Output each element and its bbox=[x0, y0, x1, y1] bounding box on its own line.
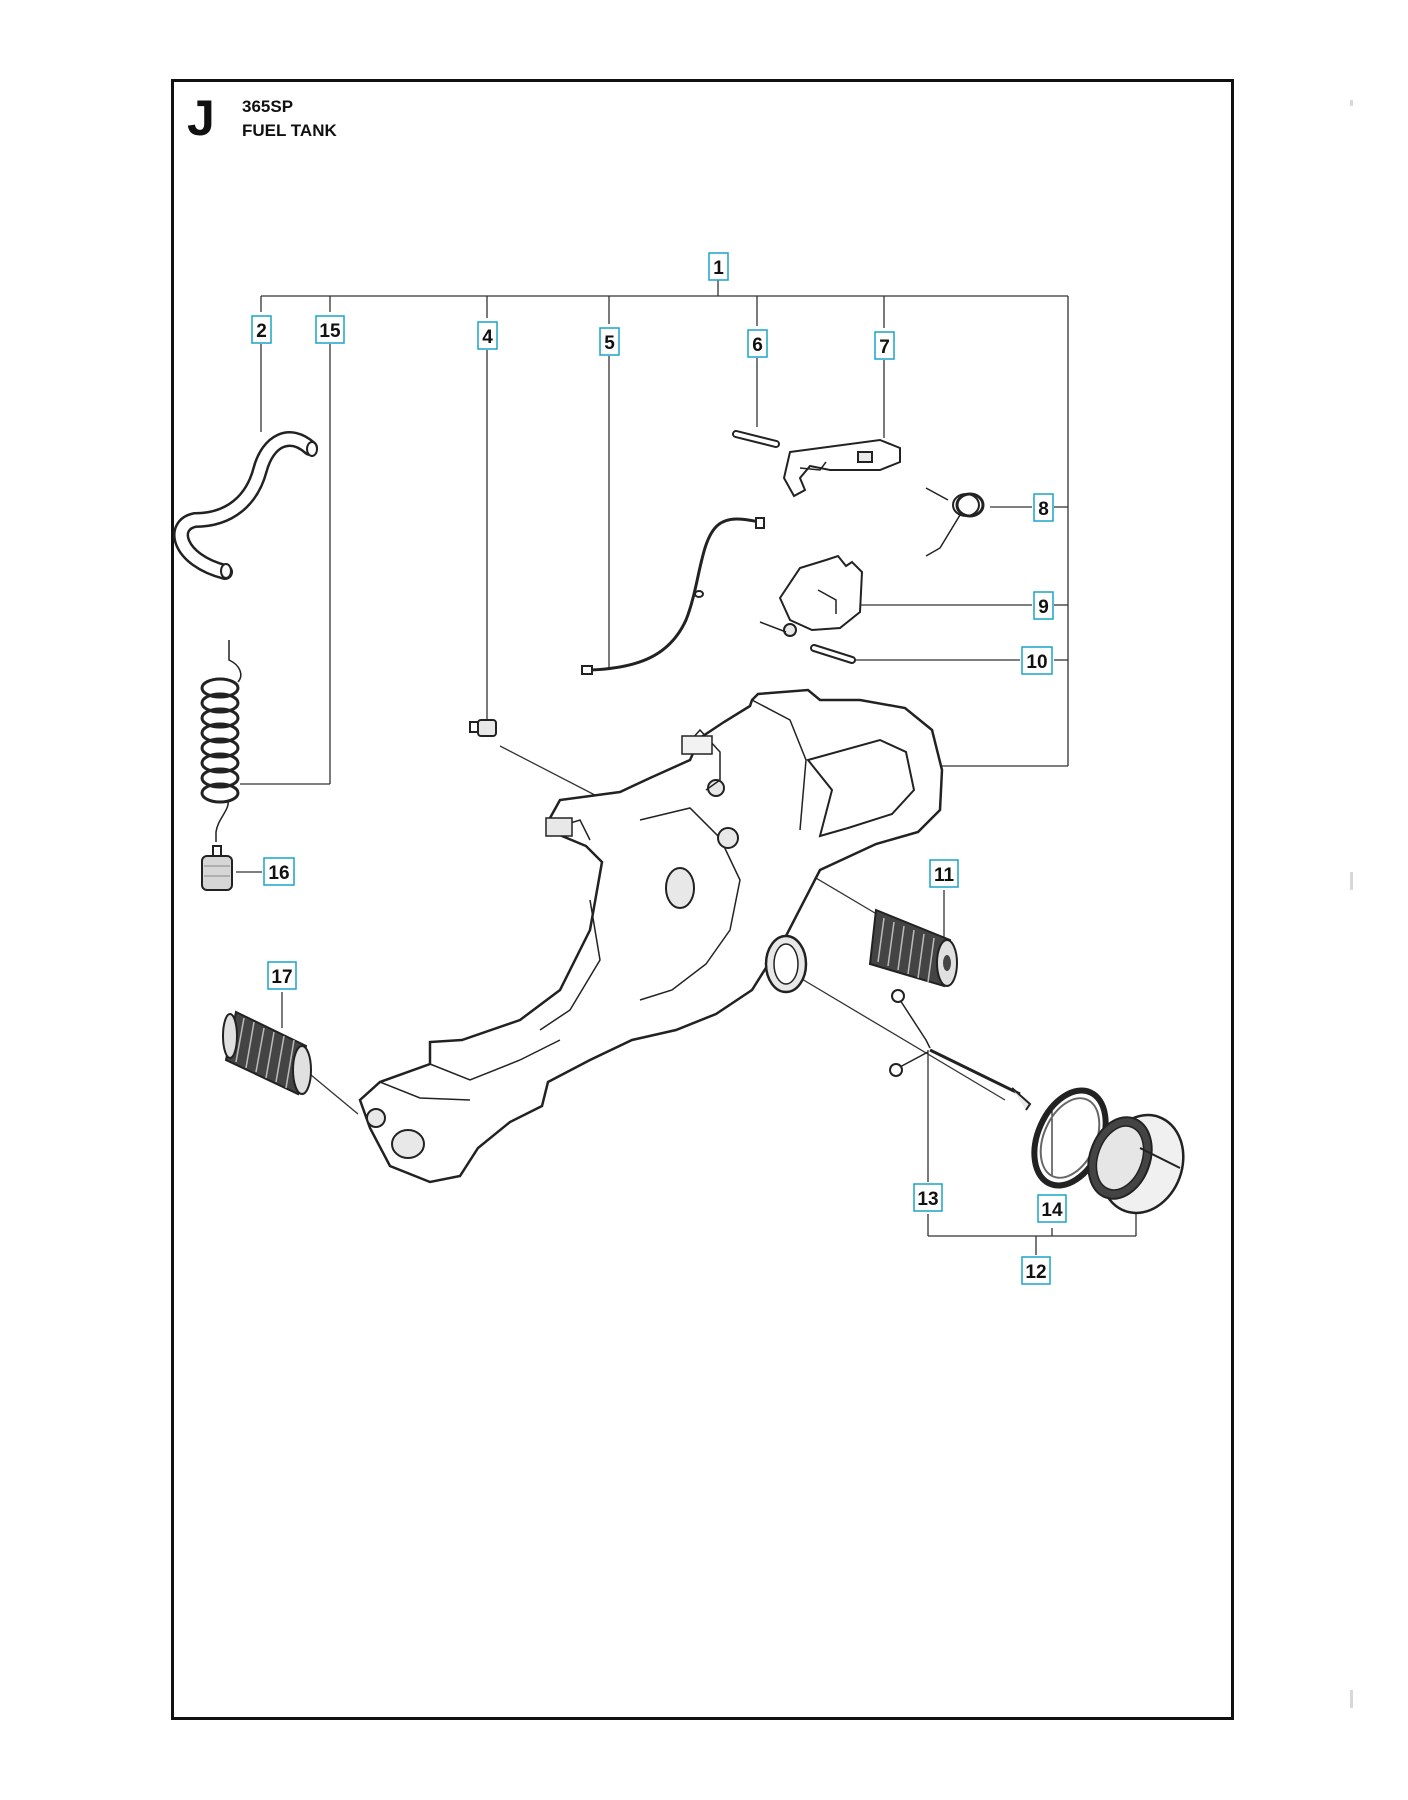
rear-av-spring bbox=[868, 908, 958, 988]
svg-text:16: 16 bbox=[268, 863, 289, 884]
callout-7: 7 bbox=[874, 331, 895, 360]
scan-edge-mark bbox=[1350, 100, 1353, 106]
svg-text:14: 14 bbox=[1041, 1200, 1063, 1221]
callout-5: 5 bbox=[599, 327, 620, 356]
callout-14: 14 bbox=[1037, 1194, 1067, 1223]
callout-labels: 1 2 15 4 5 6 7 8 bbox=[251, 252, 1067, 1285]
section-letter: J bbox=[187, 90, 215, 146]
svg-text:10: 10 bbox=[1026, 652, 1047, 673]
scan-edge-mark bbox=[1350, 1690, 1353, 1708]
svg-text:13: 13 bbox=[917, 1189, 938, 1210]
svg-text:17: 17 bbox=[271, 967, 292, 988]
svg-text:15: 15 bbox=[319, 321, 341, 342]
callout-13: 13 bbox=[913, 1183, 943, 1212]
callout-9: 9 bbox=[1033, 591, 1054, 620]
model-number: 365SP bbox=[242, 97, 294, 116]
svg-text:2: 2 bbox=[256, 321, 267, 342]
svg-text:6: 6 bbox=[752, 335, 763, 356]
svg-text:5: 5 bbox=[604, 333, 615, 354]
fuel-tank-housing bbox=[358, 688, 944, 1184]
callout-15: 15 bbox=[315, 315, 345, 344]
fuel-filter bbox=[201, 845, 233, 891]
callout-6: 6 bbox=[747, 329, 768, 358]
fuel-hose bbox=[173, 431, 318, 580]
callout-16: 16 bbox=[263, 857, 295, 886]
callout-8: 8 bbox=[1033, 493, 1054, 522]
callout-12: 12 bbox=[1021, 1256, 1051, 1285]
throttle-cable bbox=[581, 517, 765, 675]
callout-17: 17 bbox=[267, 961, 297, 990]
damper-stud bbox=[469, 719, 497, 737]
svg-text:12: 12 bbox=[1025, 1262, 1046, 1283]
scan-edge-mark bbox=[1350, 872, 1353, 890]
torsion-spring bbox=[925, 487, 985, 557]
section-title: FUEL TANK bbox=[242, 121, 337, 140]
svg-text:7: 7 bbox=[879, 337, 890, 358]
callout-11: 11 bbox=[929, 859, 959, 888]
svg-text:11: 11 bbox=[934, 865, 955, 886]
svg-text:4: 4 bbox=[482, 327, 493, 348]
svg-text:9: 9 bbox=[1038, 597, 1049, 618]
leader-lines bbox=[236, 280, 1137, 1255]
callout-1: 1 bbox=[708, 252, 729, 281]
throttle-trigger bbox=[759, 554, 864, 664]
svg-text:8: 8 bbox=[1038, 499, 1049, 520]
front-av-spring bbox=[222, 1010, 312, 1096]
pickup-hose-coil bbox=[200, 640, 242, 842]
callout-4: 4 bbox=[477, 321, 498, 350]
cap-retainer bbox=[889, 989, 1032, 1111]
page-frame bbox=[171, 79, 1234, 1720]
fuel-cap bbox=[1087, 1113, 1185, 1215]
svg-text:1: 1 bbox=[713, 258, 724, 279]
callout-10: 10 bbox=[1021, 646, 1053, 675]
callout-2: 2 bbox=[251, 315, 272, 344]
throttle-lock bbox=[732, 430, 901, 498]
